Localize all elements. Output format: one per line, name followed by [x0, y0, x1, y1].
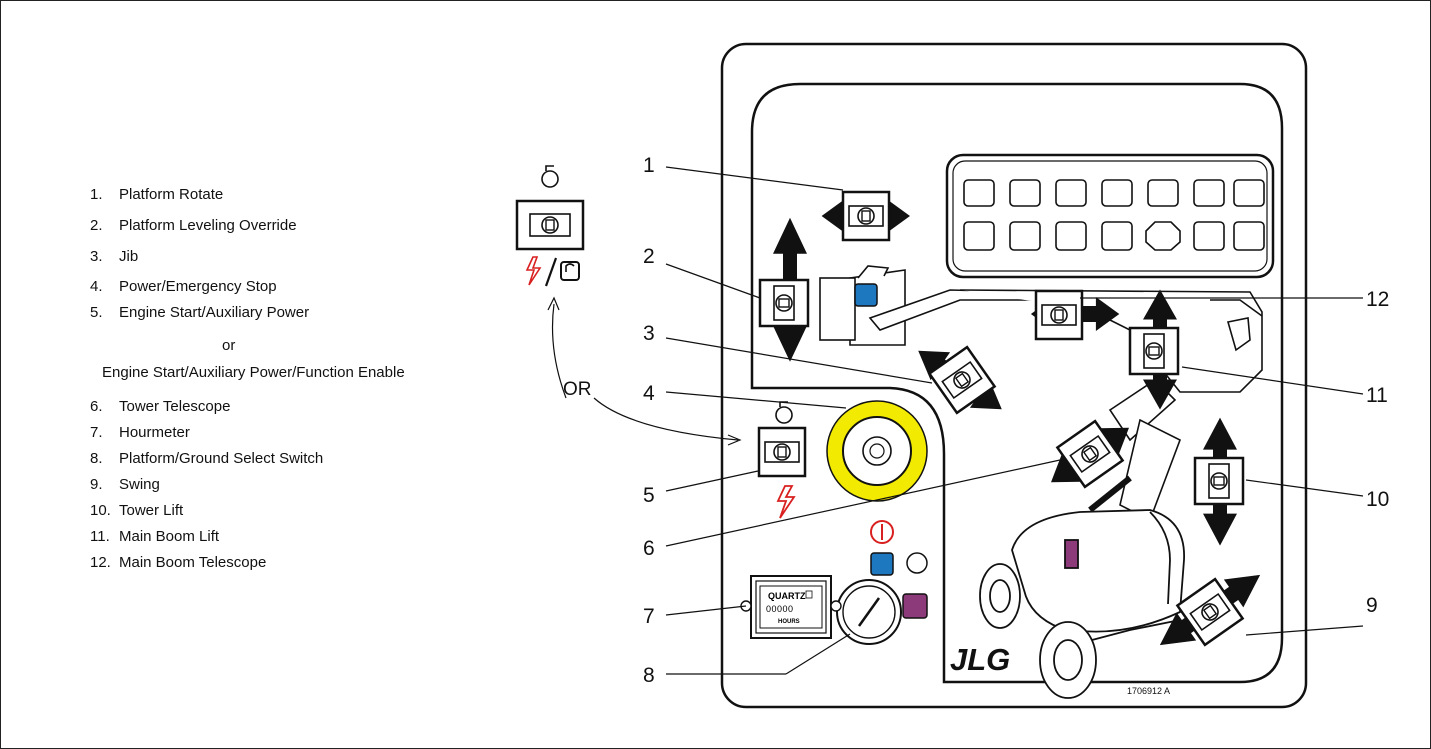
legend-or: or	[222, 337, 236, 354]
legend-num: 10.	[90, 502, 111, 519]
legend-num: 3.	[90, 248, 103, 265]
legend-text: Main Boom Telescope	[119, 554, 267, 571]
legend-num: 5.	[90, 304, 103, 321]
toggle-switch-2[interactable]	[758, 278, 810, 328]
legend-text: Hourmeter	[119, 424, 190, 441]
legend-text: Tower Telescope	[119, 398, 231, 415]
legend-text: Platform Rotate	[119, 186, 224, 203]
legend-num: 6.	[90, 398, 103, 415]
inset-toggle-switch[interactable]	[515, 199, 585, 251]
legend-num: 8.	[90, 450, 103, 467]
indicator-panel	[945, 153, 1275, 279]
power-icon	[870, 520, 894, 544]
callout-9: 9	[1366, 594, 1378, 617]
or-arrow-right	[593, 397, 739, 441]
white-indicator	[906, 552, 928, 574]
legend-num: 12.	[90, 554, 111, 571]
inset-switch-group	[515, 165, 585, 287]
legend-num: 9.	[90, 476, 103, 493]
hourmeter-unit: HOURS	[778, 619, 800, 625]
callout-3: 3	[643, 322, 655, 345]
hourmeter-digits: 00000	[766, 604, 794, 614]
legend-text: Swing	[119, 476, 160, 493]
purple-button[interactable]	[902, 593, 928, 619]
toggle-switch-10[interactable]	[1193, 456, 1245, 506]
or-label: OR	[563, 379, 592, 400]
hourmeter: QUARTZ 00000 HOURS	[740, 575, 842, 639]
callout-5: 5	[643, 484, 655, 507]
legend-num: 1.	[90, 186, 103, 203]
legend-text: Platform Leveling Override	[119, 217, 297, 234]
toggle-switch-1[interactable]	[841, 190, 891, 242]
part-number: 1706912 A	[1127, 686, 1170, 696]
inset-lightning-icon	[525, 256, 542, 286]
toggle-switch-5[interactable]	[757, 426, 807, 478]
callout-11: 11	[1366, 384, 1388, 407]
callout-6: 6	[643, 537, 655, 560]
select-key-switch[interactable]	[836, 579, 902, 645]
or-arrow-up	[551, 303, 567, 399]
legend-num: 11.	[90, 528, 110, 545]
callout-8: 8	[643, 664, 655, 687]
toggle-switch-12[interactable]	[1034, 289, 1084, 341]
callout-1: 1	[643, 154, 655, 177]
inset-lock-icon	[560, 261, 580, 281]
leader-lines	[665, 166, 1364, 675]
callout-12: 12	[1366, 288, 1389, 311]
blue-indicator	[854, 283, 878, 307]
toggle-switch-11[interactable]	[1128, 326, 1180, 376]
legend-text: Jib	[119, 248, 139, 265]
inset-key-icon	[541, 165, 559, 188]
callout-10: 10	[1366, 488, 1389, 511]
legend-num: 2.	[90, 217, 103, 234]
jlg-logo: JLG	[950, 642, 1010, 677]
emergency-stop-button[interactable]	[826, 400, 928, 502]
callout-4: 4	[643, 382, 655, 405]
legend-num: 7.	[90, 424, 103, 441]
legend-text: Main Boom Lift	[119, 528, 220, 545]
legend-num: 4.	[90, 278, 103, 295]
hourmeter-brand: QUARTZ	[768, 591, 806, 601]
callout-2: 2	[643, 245, 655, 268]
legend-text: Engine Start/Auxiliary Power	[119, 304, 310, 321]
legend-text: Platform/Ground Select Switch	[119, 450, 324, 467]
legend-text: Tower Lift	[119, 502, 184, 519]
legend-alt-item: Engine Start/Auxiliary Power/Function En…	[102, 364, 405, 381]
legend-text: Power/Emergency Stop	[119, 278, 277, 295]
blue-button[interactable]	[870, 552, 894, 576]
callout-7: 7	[643, 605, 655, 628]
lightning-icon	[776, 485, 796, 519]
